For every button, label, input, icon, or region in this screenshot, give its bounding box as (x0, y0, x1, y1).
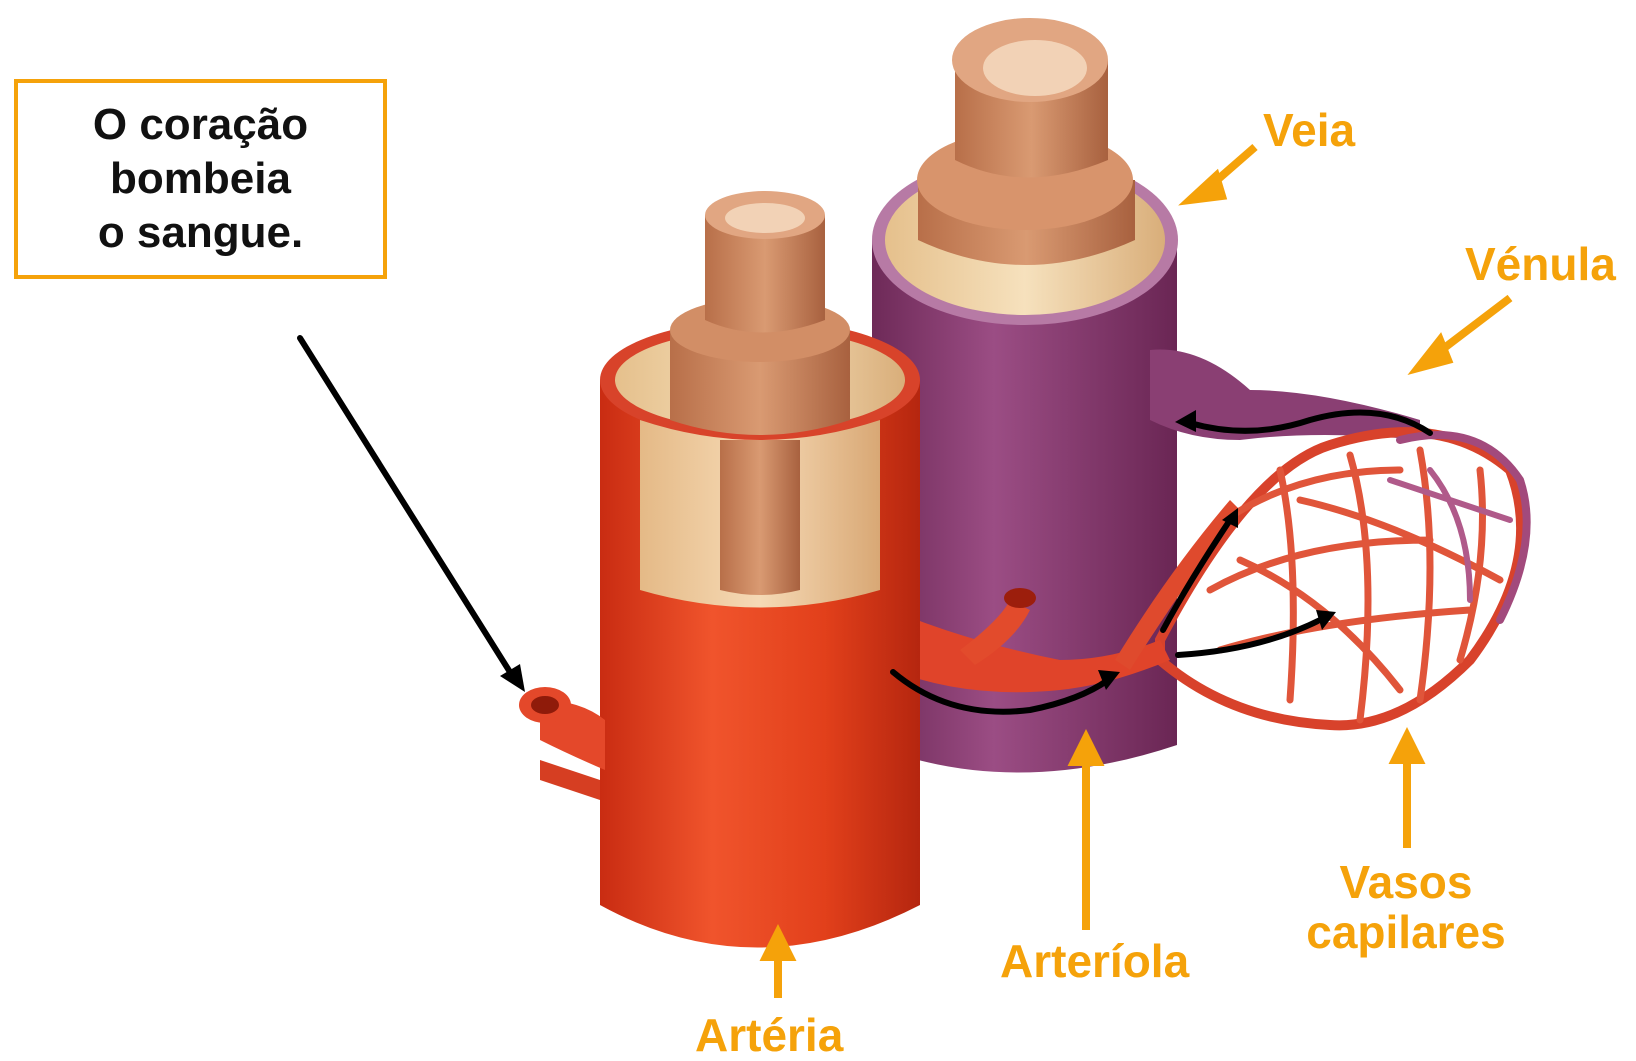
veia-pointer-arrow-head (1190, 176, 1222, 200)
heart-pump-arrow (300, 338, 515, 680)
heart-pump-arrow-head (500, 664, 525, 692)
vasos-pointer-arrow-head (1395, 736, 1419, 760)
capillary-bed-illustration (1160, 432, 1527, 725)
label-venula: Vénula (1465, 239, 1616, 289)
flow-arrow-capillary-lower (1178, 620, 1320, 655)
label-arteriola: Arteríola (1000, 936, 1189, 986)
label-veia: Veia (1263, 105, 1355, 155)
callout-text: O coração bombeia o sangue. (93, 98, 308, 260)
label-vasos-capilares: Vasos capilares (1296, 857, 1516, 957)
venula-pointer-arrow-head (1418, 340, 1448, 368)
label-arteria: Artéria (695, 1010, 843, 1060)
heart-pumps-callout-box: O coração bombeia o sangue. (14, 79, 387, 279)
artery-illustration (519, 191, 920, 948)
